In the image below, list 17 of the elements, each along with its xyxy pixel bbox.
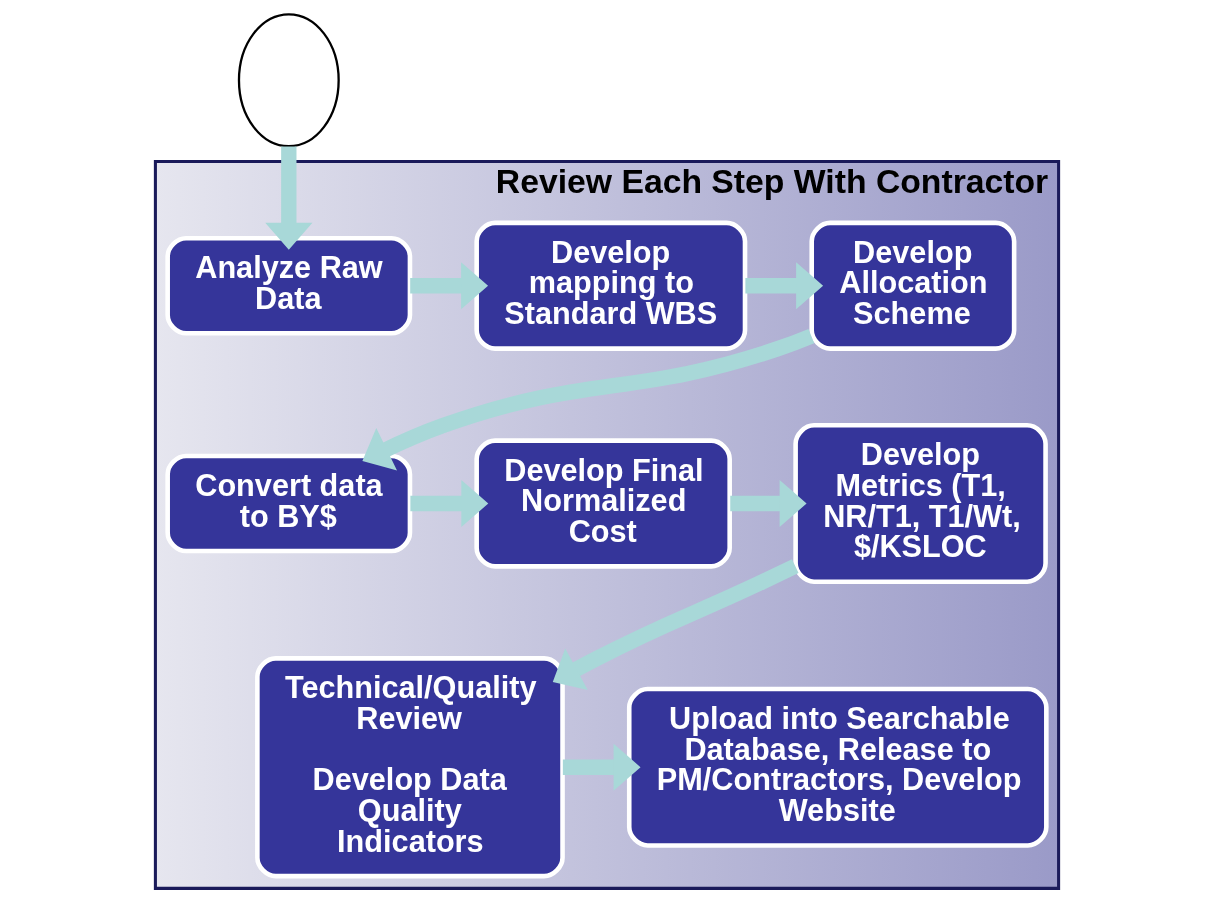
arrow: [410, 479, 489, 528]
node-box: Technical/Quality Review Develop Data Quality Indicators: [255, 656, 565, 879]
node-box: Develop Allocation Scheme: [809, 220, 1017, 351]
node-cloud: [237, 13, 340, 148]
arrow: [562, 743, 641, 791]
arrow: [730, 479, 807, 528]
arrow: [552, 559, 799, 690]
node-box: Develop mapping to Standard WBS: [474, 220, 748, 351]
arrow: [265, 146, 313, 250]
node-box: Develop Metrics (T1, NR/T1, T1/Wt, $/KSLOC: [793, 423, 1048, 584]
node-box: Develop Final Normalized Cost: [474, 438, 732, 569]
node-box: Convert data to BY$: [165, 453, 413, 554]
node-box: Upload into Searchable Database, Release to PM/Contractors, Develop Website: [626, 686, 1049, 848]
arrow: [745, 262, 824, 310]
arrow: [410, 262, 489, 310]
node-box: Analyze Raw Data: [165, 235, 413, 336]
arrow: [362, 328, 815, 471]
